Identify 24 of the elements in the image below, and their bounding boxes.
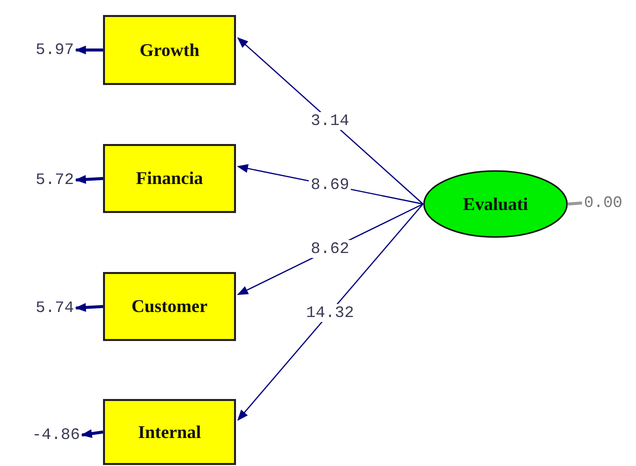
edge-label: 14.32 [304,304,356,322]
variable-name: Customer [132,296,208,317]
error-variance-value: 0.00 [584,194,622,212]
observed-variable-box [103,272,236,341]
edge-label: 8.62 [308,240,352,258]
error-variance-value: -4.86 [32,426,80,444]
path-arrow [74,46,103,54]
path-arrow [74,303,104,312]
path-arrow [237,204,424,421]
error-variance-value: 5.72 [36,171,74,189]
error-variance-value: 5.74 [36,299,74,317]
connector-line [568,202,582,206]
variable-name: Financia [136,168,203,189]
path-arrow [74,175,104,184]
edge-label: 3.14 [308,112,352,130]
path-arrow [80,429,104,438]
observed-variable-box [103,15,236,85]
path-arrow [237,37,424,204]
observed-variable-box [103,144,236,213]
variable-name: Internal [138,422,201,442]
variable-name: Evaluati [462,194,528,214]
variable-name: Growth [140,40,200,60]
observed-variable-box [103,399,236,465]
error-variance-value: 5.97 [36,41,74,59]
